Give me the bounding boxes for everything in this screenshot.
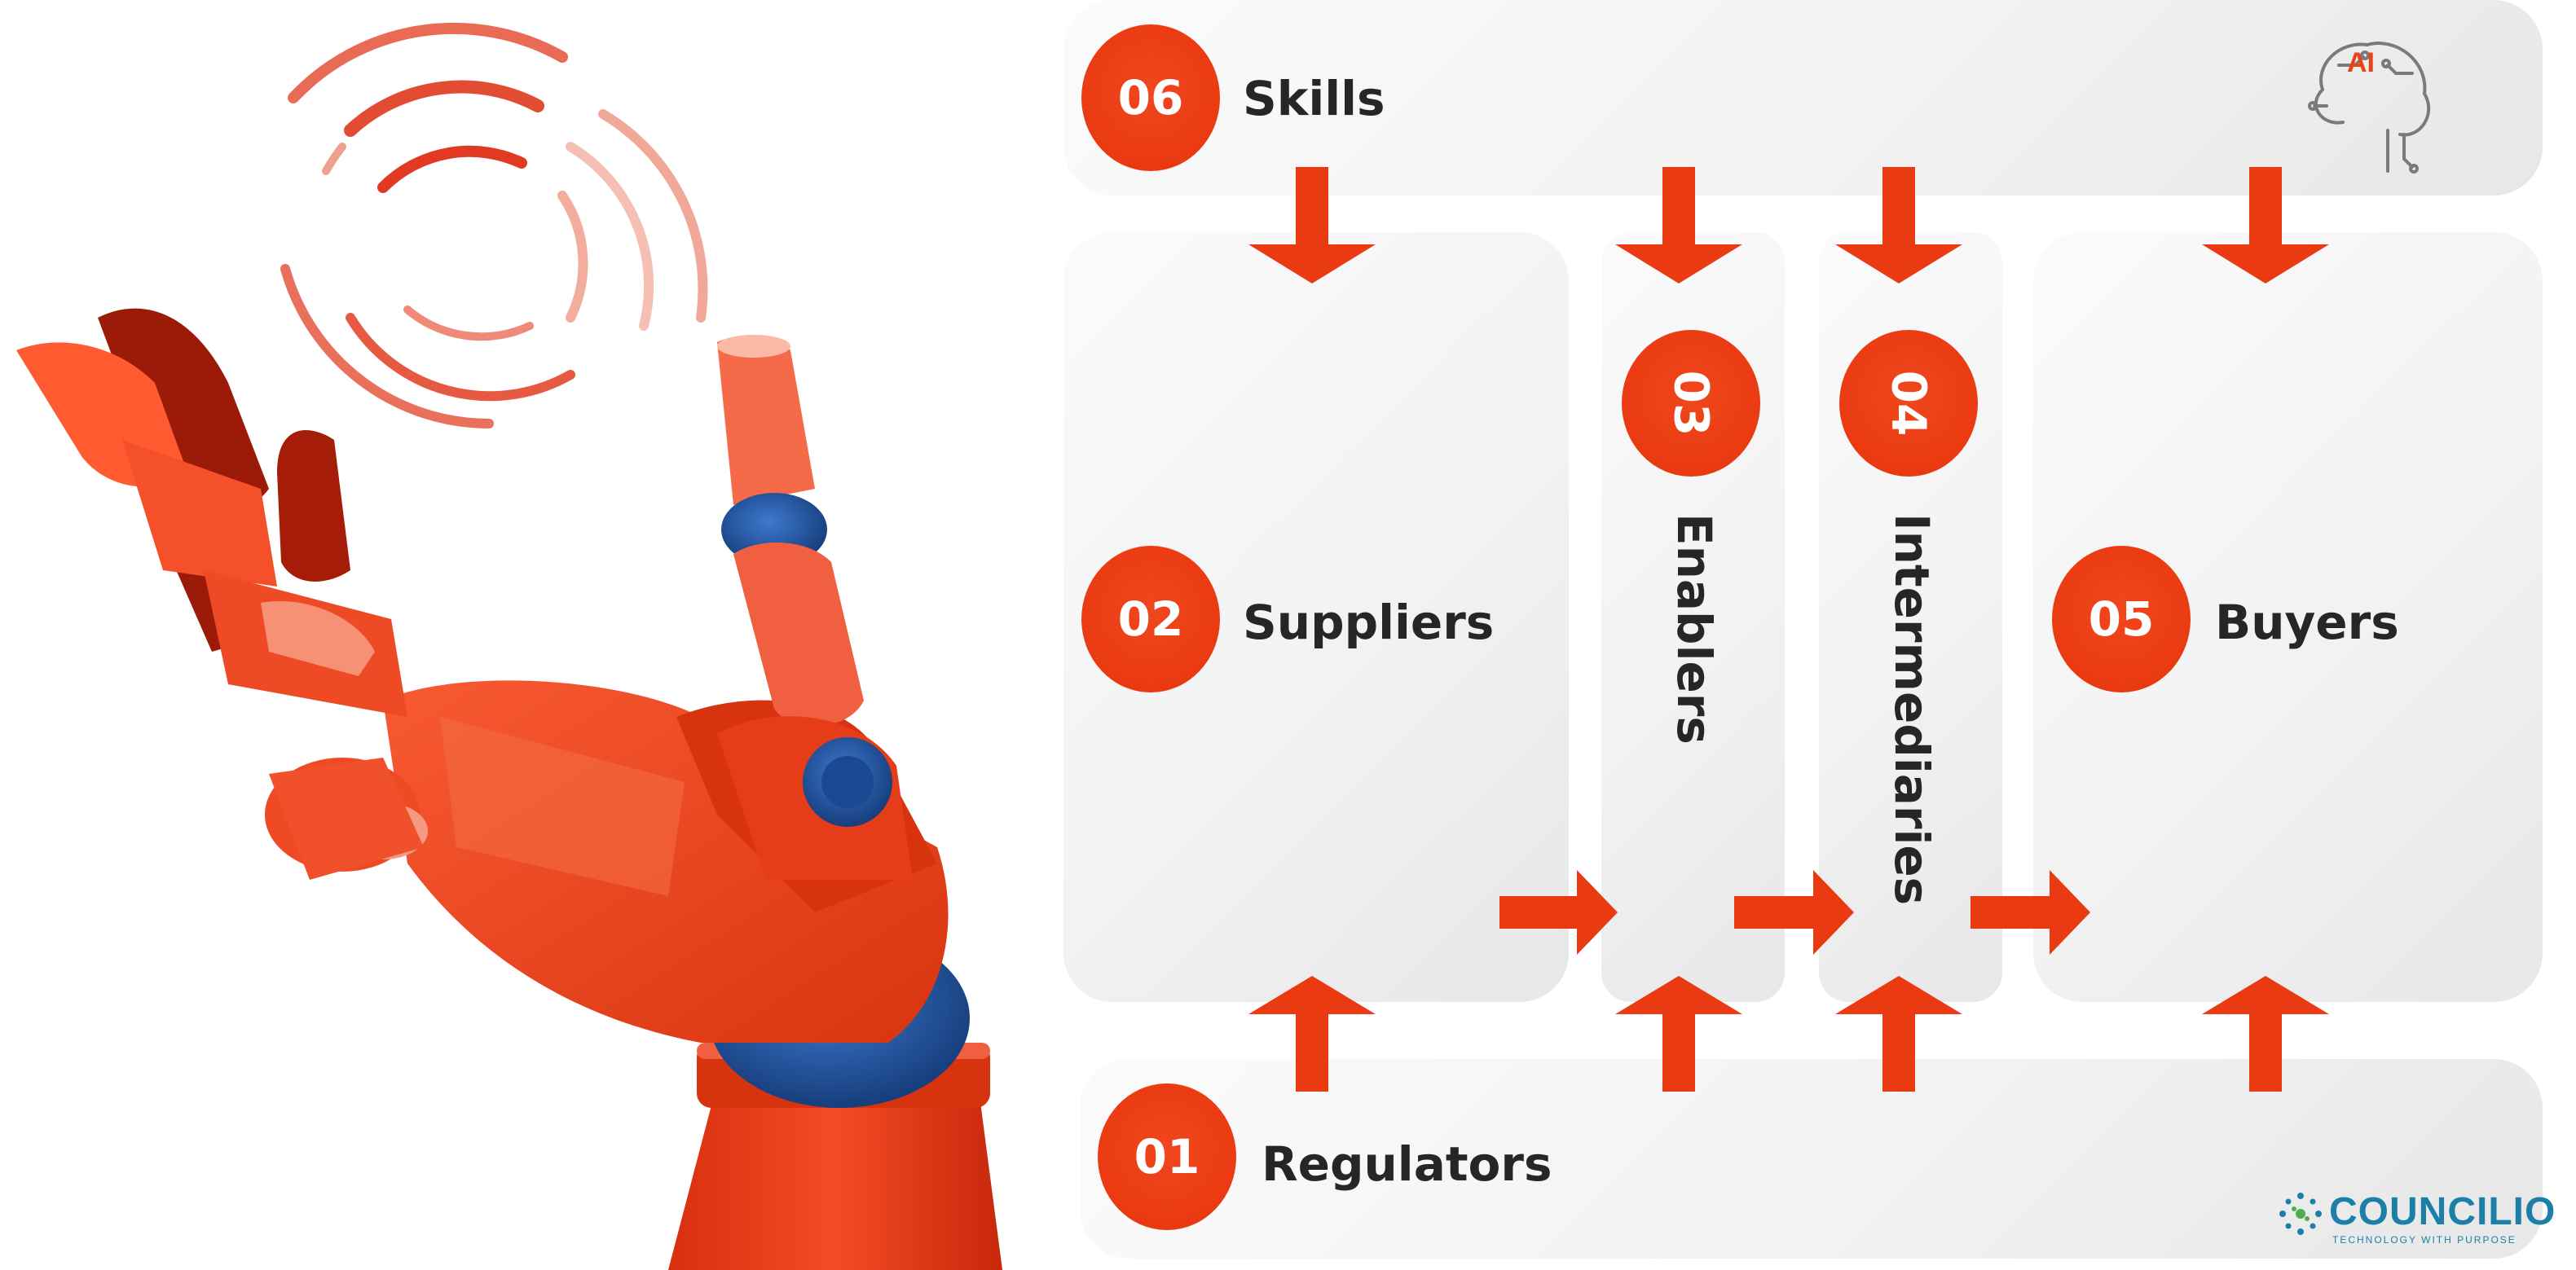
node-label-intermediaries: Intermediaries — [1884, 513, 1940, 906]
node-label-suppliers: Suppliers — [1243, 595, 1495, 650]
arrow-intermediaries-to-buyers — [1971, 870, 2090, 955]
ai-badge-text: AI — [2347, 47, 2375, 78]
node-number-regulators: 01 — [1098, 1083, 1236, 1230]
arrow-regulators-to-intermediaries — [1835, 976, 1962, 1092]
arrow-suppliers-to-enablers — [1499, 870, 1618, 955]
node-label-enablers: Enablers — [1667, 513, 1722, 745]
panel-regulators — [1080, 1059, 2543, 1259]
arrow-regulators-to-suppliers — [1248, 976, 1376, 1092]
councilio-logo-text: COUNCILIO — [2329, 1190, 2556, 1233]
ai-brain-icon — [2308, 42, 2431, 174]
node-number-skills: 06 — [1081, 24, 1220, 171]
councilio-logo-icon — [2279, 1193, 2322, 1235]
node-label-buyers: Buyers — [2215, 595, 2399, 650]
node-number-buyers: 05 — [2052, 546, 2191, 692]
arrow-skills-to-enablers — [1615, 167, 1742, 283]
node-number-intermediaries-text: 04 — [1881, 370, 1936, 437]
node-number-intermediaries: 04 — [1839, 330, 1978, 477]
arrow-skills-to-intermediaries — [1835, 167, 1962, 283]
councilio-logo-tagline: TECHNOLOGY WITH PURPOSE — [2332, 1234, 2517, 1246]
node-number-enablers-text: 03 — [1663, 370, 1719, 437]
arrow-skills-to-suppliers — [1248, 167, 1376, 283]
arrow-regulators-to-buyers — [2202, 976, 2329, 1092]
node-number-suppliers: 02 — [1081, 546, 1220, 692]
arrow-skills-to-buyers — [2202, 167, 2329, 283]
arrow-enablers-to-intermediaries — [1734, 870, 1854, 955]
arrow-regulators-to-enablers — [1615, 976, 1742, 1092]
hologram-rings — [280, 22, 708, 428]
panel-skills — [1063, 0, 2543, 196]
node-label-regulators: Regulators — [1262, 1136, 1552, 1192]
node-number-enablers: 03 — [1622, 330, 1760, 477]
node-label-skills: Skills — [1243, 71, 1385, 126]
